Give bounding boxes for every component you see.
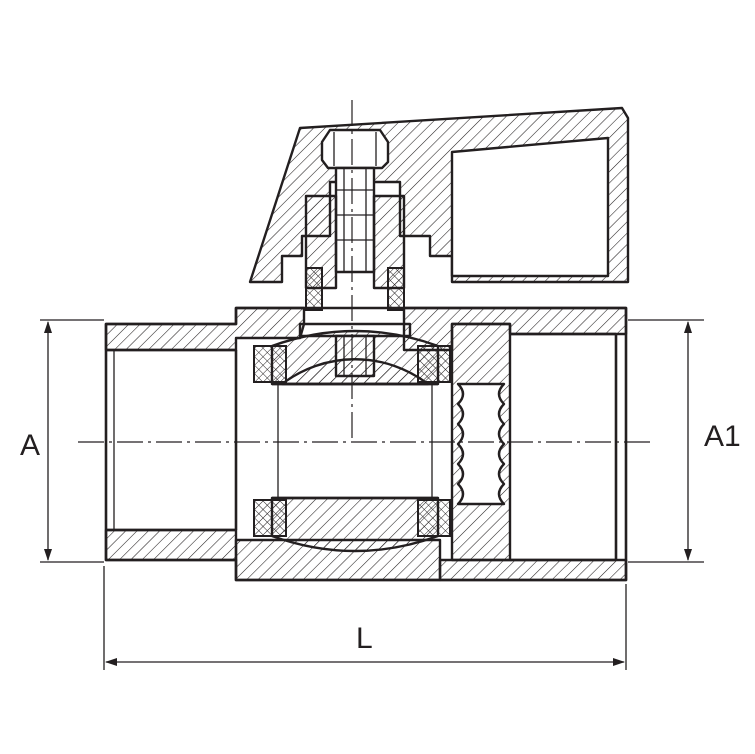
dimension-label-a: A bbox=[20, 429, 40, 462]
dimension-a: A bbox=[20, 319, 104, 563]
ball bbox=[270, 329, 440, 553]
dimension-a1: A1 bbox=[628, 319, 741, 563]
valve-body bbox=[104, 306, 628, 582]
dimension-label-l: L bbox=[356, 622, 373, 655]
stem-assembly bbox=[298, 128, 412, 378]
dimension-l: L bbox=[103, 566, 627, 670]
ball-seats bbox=[253, 345, 451, 537]
dimension-label-a1: A1 bbox=[704, 420, 741, 453]
